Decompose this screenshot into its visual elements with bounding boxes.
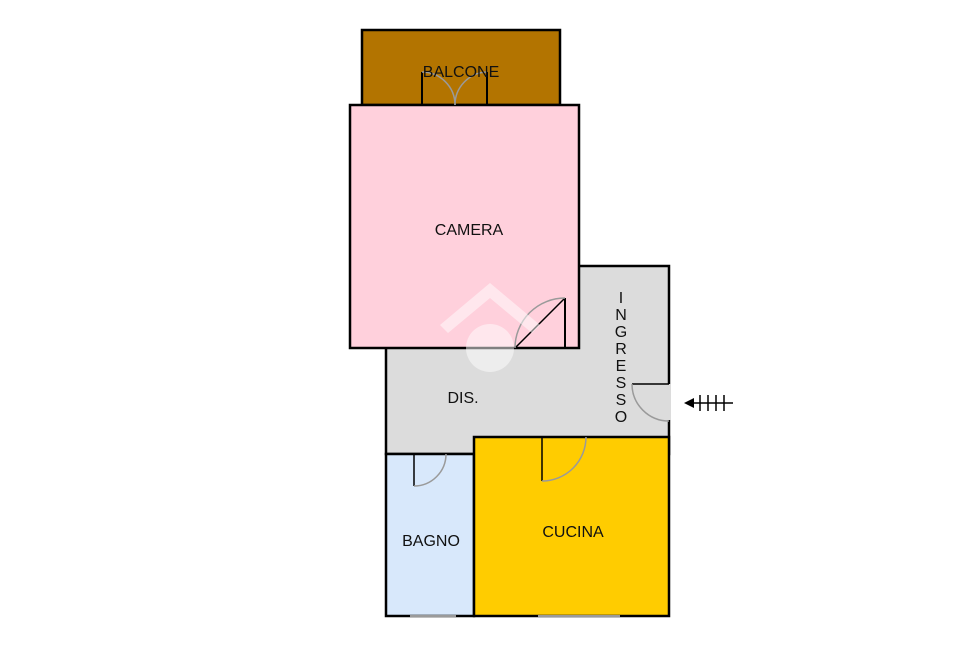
ingresso-letter: S	[616, 392, 627, 409]
bagno-label: BAGNO	[402, 533, 460, 550]
bagno-door	[413, 453, 447, 487]
ingresso-letter: E	[616, 358, 627, 375]
camera-label: CAMERA	[435, 222, 504, 239]
ingresso-letter: N	[615, 307, 627, 324]
camera-area	[348, 103, 581, 350]
ingresso-label: I N G R E S S O	[615, 290, 627, 426]
ingresso-letter: R	[615, 341, 627, 358]
ingresso-letter: I	[619, 290, 623, 307]
entrance-arrow-icon	[684, 395, 733, 411]
balcone-area	[360, 28, 562, 107]
cucina-area	[472, 435, 671, 618]
watermark-logo	[440, 283, 540, 372]
ingresso-letter: G	[615, 324, 627, 341]
ingresso-door	[631, 383, 671, 422]
cucina-door	[541, 436, 587, 482]
cucina-label: CUCINA	[542, 524, 604, 541]
ingresso-letter: S	[616, 375, 627, 392]
ingresso-letter: O	[615, 409, 627, 426]
disimpegno-label: DIS.	[447, 390, 478, 407]
camera-door	[514, 297, 566, 349]
balcone-label: BALCONE	[423, 64, 499, 81]
balcone-door	[421, 71, 488, 106]
